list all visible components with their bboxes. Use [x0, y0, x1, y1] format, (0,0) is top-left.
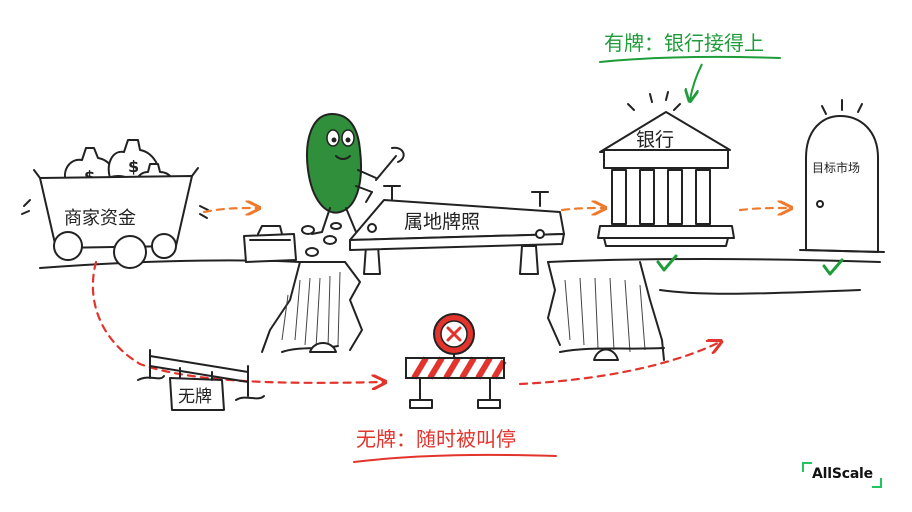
cart-label: 商家资金 [64, 208, 136, 229]
cart-wheel [53, 231, 83, 261]
license-label: 属地牌照 [404, 211, 480, 233]
flow-arrow [738, 208, 790, 210]
flow-arrow [560, 208, 604, 210]
cart-wheel [151, 233, 177, 259]
money-cart: $ $ $ 商家资金 [21, 139, 209, 269]
check-icon [656, 254, 678, 272]
wrench-icon [375, 146, 405, 181]
bank-building: 银行 [597, 91, 735, 247]
caption-good-text: 有牌：银行接得上 [604, 31, 764, 55]
brand-logo: AllScale [802, 462, 882, 488]
market-door: 目标市场 [799, 99, 885, 253]
toolbox [243, 222, 342, 263]
worker-character [306, 113, 405, 235]
caption-bad-text: 无牌：随时被叫停 [356, 427, 516, 451]
check-icon [822, 258, 844, 276]
logo-corner [872, 478, 882, 488]
licensed-flow [202, 208, 790, 212]
flow-arrow [202, 208, 258, 212]
close-icon [446, 326, 462, 342]
flow-arrow [91, 260, 384, 383]
ground [39, 258, 881, 361]
flow-arrow [518, 342, 720, 386]
bank-label: 银行 [636, 129, 674, 151]
brand-name: AllScale [812, 466, 873, 482]
cart-wheel [113, 235, 147, 269]
caption-licensed: 有牌：银行接得上 [599, 31, 781, 100]
license-board: 属地牌照 [349, 185, 565, 275]
caption-unlicensed: 无牌：随时被叫停 [353, 427, 557, 463]
logo-corner [802, 462, 812, 472]
road-barrier [405, 313, 507, 409]
door-label: 目标市场 [812, 160, 860, 175]
dollar-sign: $ [128, 157, 139, 176]
no-license-sign-label: 无牌 [178, 387, 212, 407]
no-license-sign: 无牌 [137, 349, 265, 411]
